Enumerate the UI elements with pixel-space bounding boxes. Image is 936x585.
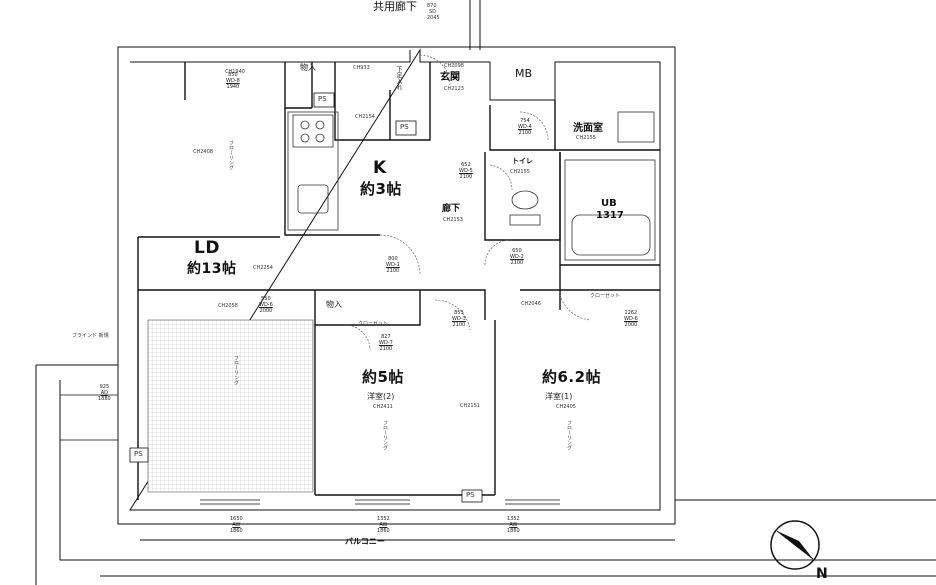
flooring-room2: フローリング xyxy=(382,420,388,450)
ld-ch: CH2408 xyxy=(193,149,213,155)
bathtub xyxy=(564,159,656,261)
north-compass xyxy=(770,520,820,570)
room2-name: 洋室(2) xyxy=(367,392,395,401)
flooring-room1: フローリング xyxy=(566,420,572,450)
entrance-label: 玄関 xyxy=(440,72,460,83)
kitchen-name: K xyxy=(373,158,387,178)
kitchen-ch: CH2154 xyxy=(355,114,375,120)
corridor-note-1: 870 xyxy=(427,3,437,9)
closet-label-1: クローゼット xyxy=(590,293,621,299)
hall-ch: CH2153 xyxy=(443,217,463,223)
room2-ch: CH2411 xyxy=(373,404,393,410)
entrance-ch2: CH2123 xyxy=(444,86,464,92)
balcony-tile-area xyxy=(147,319,314,493)
room2-area: 約5帖 xyxy=(362,368,404,386)
hall-label: 廊下 xyxy=(442,204,461,214)
flooring-ld: フローリング xyxy=(228,140,234,170)
ps-label-1: PS xyxy=(318,95,327,103)
corridor-note-2: SD xyxy=(429,9,437,15)
ps-boxes xyxy=(129,92,483,503)
ps-label-4: PS xyxy=(466,491,475,499)
outer-walls xyxy=(35,0,936,585)
corridor-note-3: 2045 xyxy=(427,15,440,21)
toilet-ch: CH2155 xyxy=(510,169,530,175)
shoe-cabinet-label: 下足入れ xyxy=(395,66,402,90)
interior-walls xyxy=(137,62,660,500)
ld-ch4: CH1940 xyxy=(225,69,245,75)
kitchen-area: 約3帖 xyxy=(360,180,402,198)
closet-label-2: クローゼット xyxy=(358,321,389,327)
ps-label-2: PS xyxy=(400,123,409,131)
room1-ch2: CH2046 xyxy=(521,301,541,307)
corridor-label: 共用廊下 xyxy=(373,0,417,13)
ld-ch3: CH2058 xyxy=(218,303,238,309)
door-swings xyxy=(344,54,591,351)
ps-label-3: PS xyxy=(134,450,143,458)
ld-ch2: CH2254 xyxy=(253,265,273,271)
kitchen-counter xyxy=(287,111,339,231)
storage-mid-label: 物入 xyxy=(326,300,342,309)
ld-area: 約13帖 xyxy=(187,261,237,277)
room1-area: 約6.2帖 xyxy=(542,368,602,386)
ld-name: LD xyxy=(194,238,220,258)
windows xyxy=(60,394,560,505)
north-label: N xyxy=(816,566,829,582)
washbasin xyxy=(617,111,655,143)
washroom-ch: CH2155 xyxy=(576,135,596,141)
flooring-tile: フローリング xyxy=(233,355,239,385)
balcony-label: バルコニー xyxy=(345,537,385,546)
mb-label: MB xyxy=(515,67,533,80)
room2-ch2: CH2151 xyxy=(460,403,480,409)
room1-name: 洋室(1) xyxy=(545,392,573,401)
ub-size: 1317 xyxy=(596,210,624,221)
storage-top-label: 物入 xyxy=(300,63,316,72)
toilet-fixture xyxy=(509,190,541,226)
blind-note: ブラインド 新規 xyxy=(72,333,109,339)
washroom-label: 洗面室 xyxy=(573,123,603,134)
entrance-ch1: CH2098 xyxy=(444,63,464,69)
ub-label: UB xyxy=(601,198,617,209)
room1-ch: CH2405 xyxy=(556,404,576,410)
toilet-label: トイレ xyxy=(512,157,533,165)
kitchen-ch2: CH933 xyxy=(353,65,370,71)
